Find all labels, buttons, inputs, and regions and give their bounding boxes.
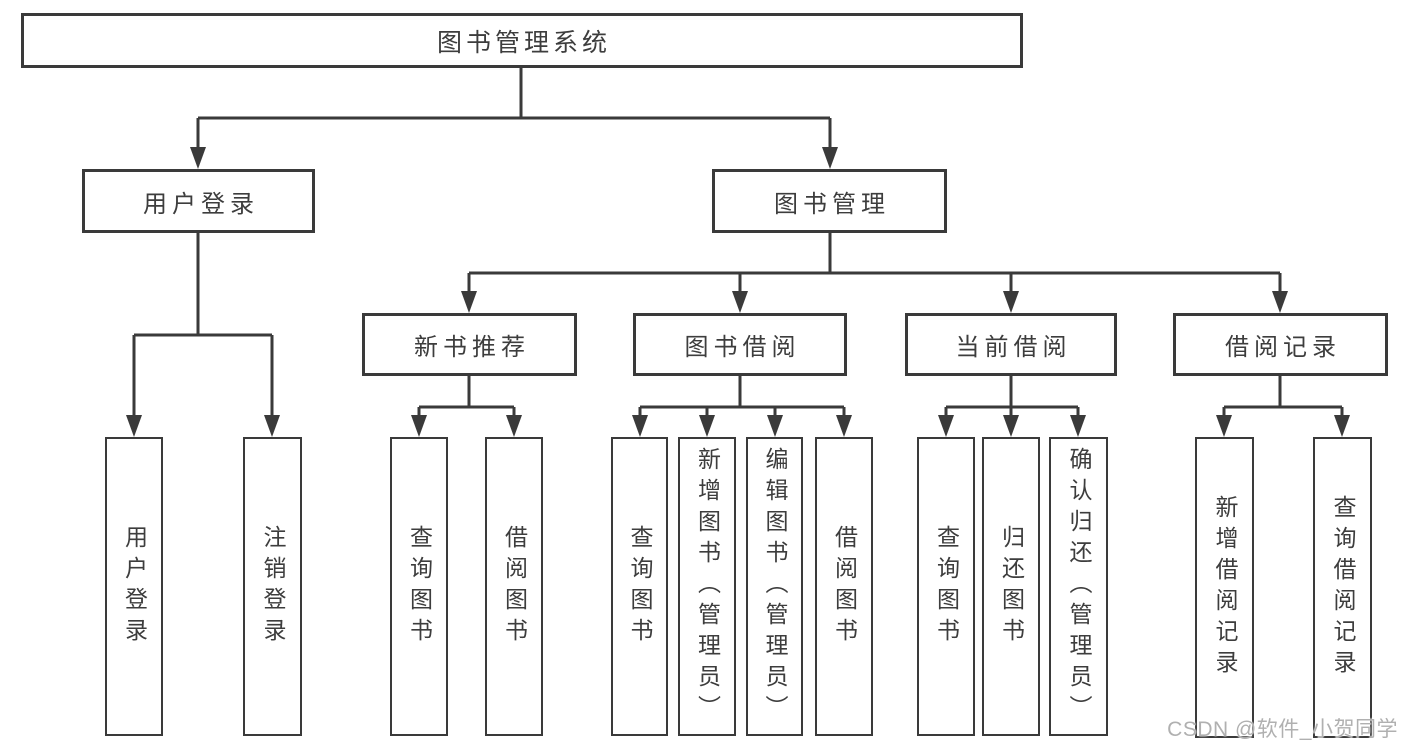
node-label: 借阅记录 bbox=[1225, 334, 1341, 361]
node-leaf-borrow-books: 借阅图书 bbox=[815, 437, 873, 736]
node-label: 借阅图书 bbox=[831, 524, 858, 649]
node-module-new-book-recommend: 新书推荐 bbox=[362, 313, 577, 376]
node-label: 查询图书 bbox=[933, 524, 960, 649]
connector-book-management-to-modules bbox=[461, 233, 1288, 313]
node-label: 确认归还（管理员） bbox=[1066, 447, 1092, 726]
node-leaf-add-borrow-record: 新增借阅记录 bbox=[1195, 437, 1254, 738]
node-leaf-borrow-books-recommend: 借阅图书 bbox=[485, 437, 543, 736]
node-book-management-branch: 图书管理 bbox=[712, 169, 947, 233]
node-user-login-branch: 用户登录 bbox=[82, 169, 315, 233]
node-label: 用户登录 bbox=[143, 190, 259, 218]
node-label: 用户登录 bbox=[121, 524, 148, 649]
node-leaf-edit-books-admin: 编辑图书（管理员） bbox=[746, 437, 803, 736]
node-module-current-borrow: 当前借阅 bbox=[905, 313, 1117, 376]
node-leaf-query-books-recommend: 查询图书 bbox=[390, 437, 448, 736]
connector-current-borrow-to-leaves bbox=[938, 376, 1086, 437]
node-leaf-query-books-current: 查询图书 bbox=[917, 437, 975, 736]
connector-borrow-records-to-leaves bbox=[1216, 376, 1350, 437]
node-label: 新书推荐 bbox=[414, 334, 530, 361]
node-label: 查询借阅记录 bbox=[1330, 494, 1356, 681]
node-library-management-system: 图书管理系统 bbox=[21, 13, 1023, 68]
node-leaf-confirm-return-admin: 确认归还（管理员） bbox=[1049, 437, 1108, 736]
node-label: 新增图书（管理员） bbox=[694, 447, 721, 726]
node-label: 编辑图书（管理员） bbox=[762, 447, 788, 726]
node-label: 当前借阅 bbox=[955, 334, 1072, 361]
node-label: 借阅图书 bbox=[501, 524, 528, 649]
node-label: 图书管理 bbox=[774, 190, 890, 218]
node-leaf-add-books-admin: 新增图书（管理员） bbox=[678, 437, 736, 736]
node-label: 注销登录 bbox=[260, 524, 286, 649]
connector-new-book-to-leaves bbox=[411, 376, 522, 437]
node-label: 查询图书 bbox=[406, 524, 433, 649]
node-module-book-borrow: 图书借阅 bbox=[633, 313, 847, 376]
node-leaf-logout: 注销登录 bbox=[243, 437, 302, 736]
watermark: CSDN @软件_小贺同学 bbox=[1167, 718, 1398, 741]
connector-root-to-branches bbox=[190, 68, 838, 169]
node-leaf-user-login: 用户登录 bbox=[105, 437, 163, 736]
node-label: 图书管理系统 bbox=[436, 28, 611, 57]
node-leaf-return-books: 归还图书 bbox=[982, 437, 1040, 736]
node-label: 查询图书 bbox=[627, 524, 653, 649]
connector-user-login-to-leaves bbox=[126, 233, 280, 437]
node-label: 新增借阅记录 bbox=[1212, 494, 1238, 681]
node-leaf-query-borrow-record: 查询借阅记录 bbox=[1313, 437, 1372, 738]
node-label: 图书借阅 bbox=[684, 334, 801, 361]
node-leaf-query-books-borrow: 查询图书 bbox=[611, 437, 668, 736]
connector-book-borrow-to-leaves bbox=[632, 376, 852, 437]
node-label: 归还图书 bbox=[998, 524, 1025, 649]
node-module-borrow-records: 借阅记录 bbox=[1173, 313, 1388, 376]
